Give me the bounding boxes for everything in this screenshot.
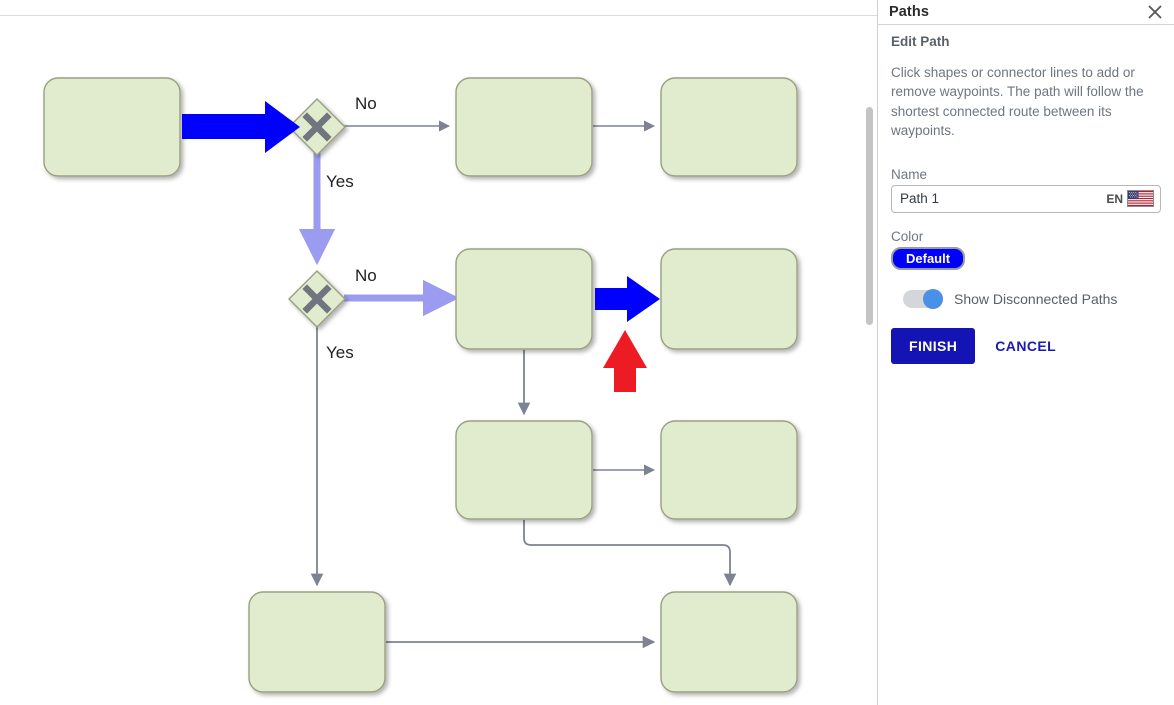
toggle-knob (923, 288, 943, 309)
panel-actions: FINISH CANCEL (891, 327, 1161, 364)
diagram-canvas[interactable]: No Yes No Yes (0, 0, 877, 705)
red-cursor-arrow (603, 330, 647, 392)
label-gateway2-yes: Yes (326, 343, 354, 362)
color-label: Color (891, 228, 924, 244)
shape-task-top-mid[interactable] (455, 77, 593, 177)
name-field[interactable]: EN (891, 184, 1161, 213)
gateway-x-icon (302, 284, 332, 314)
canvas-top-divider (0, 0, 877, 16)
paths-panel: Paths Edit Path Click shapes or connecto… (877, 0, 1174, 705)
shape-gateway-2[interactable] (288, 270, 346, 328)
show-disconnected-paths-row[interactable]: Show Disconnected Paths (903, 288, 1161, 309)
label-gateway1-yes: Yes (326, 172, 354, 191)
panel-header: Paths (878, 0, 1174, 25)
path-arrow-mid-mid-to-mid-right[interactable] (595, 276, 660, 322)
shape-task-low-right[interactable] (660, 420, 798, 520)
shape-task-bot-left[interactable] (248, 591, 386, 693)
color-chip-default[interactable]: Default (891, 246, 966, 270)
shape-task-start[interactable] (43, 77, 181, 177)
name-label: Name (891, 166, 928, 182)
name-input[interactable] (900, 185, 1107, 212)
canvas-scrollbar[interactable] (862, 16, 877, 705)
shapes (43, 77, 798, 693)
finish-button[interactable]: FINISH (891, 327, 976, 364)
edit-path-heading: Edit Path (891, 34, 950, 49)
us-flag-icon[interactable] (1127, 190, 1154, 207)
shape-gateway-1[interactable] (288, 98, 346, 156)
path-arrow-start-to-gw1[interactable] (182, 101, 300, 153)
path-highlight-dim[interactable] (298, 152, 460, 317)
label-gateway2-no: No (355, 266, 377, 285)
gateway-x-icon (302, 112, 332, 142)
flowchart-svg: No Yes No Yes (43, 77, 798, 693)
edge-labels: No Yes No Yes (326, 94, 377, 362)
language-code: EN (1106, 191, 1123, 206)
show-disconnected-paths-toggle[interactable] (903, 288, 943, 309)
shape-task-mid-mid[interactable] (455, 248, 593, 350)
show-disconnected-paths-label: Show Disconnected Paths (954, 290, 1118, 307)
edit-path-help-text: Click shapes or connector lines to add o… (891, 64, 1144, 139)
shape-task-low-mid[interactable] (455, 420, 593, 520)
shape-task-mid-right[interactable] (660, 248, 798, 350)
canvas-scrollbar-thumb[interactable] (866, 107, 873, 325)
panel-title: Paths (889, 4, 929, 20)
close-icon[interactable] (1142, 0, 1168, 24)
label-gateway1-no: No (355, 94, 377, 113)
cancel-button[interactable]: CANCEL (983, 328, 1068, 364)
shape-task-bot-right[interactable] (660, 591, 798, 693)
connectors (310, 120, 737, 649)
path-highlight-active[interactable] (182, 101, 660, 322)
panel-body: Edit Path Click shapes or connector line… (878, 25, 1174, 364)
connector-low-mid-to-bot-right[interactable] (523, 520, 737, 587)
shape-task-top-right[interactable] (660, 77, 798, 177)
